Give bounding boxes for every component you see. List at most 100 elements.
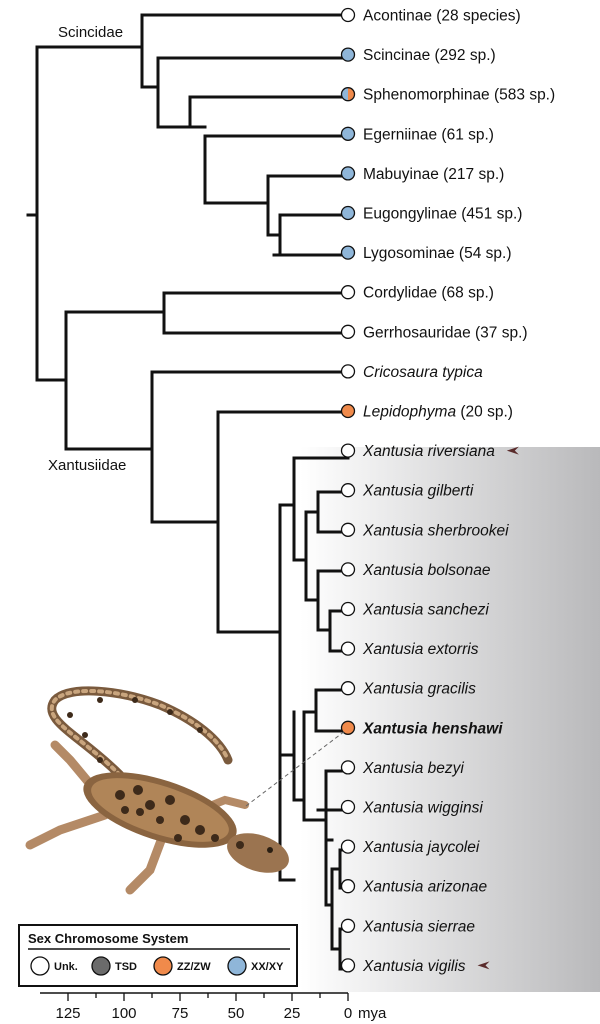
legend: Sex Chromosome System Unk. TSD ZZ/ZW XX/XY	[18, 924, 298, 987]
tip-label: Eugongylinae (451 sp.)	[363, 206, 522, 223]
tip-circle	[340, 245, 356, 260]
legend-item-zz-zw: ZZ/ZW	[153, 956, 211, 976]
tip-circle	[340, 324, 356, 339]
tip-egerniinae-61-sp: Egerniinae (61 sp.)	[340, 126, 494, 143]
tip-xantusia-sanchezi: Xantusia sanchezi	[340, 601, 489, 619]
tip-label: Xantusia gracilis	[362, 681, 476, 698]
axis-tick-label: 100	[111, 1005, 136, 1022]
legend-item-xx-xy: XX/XY	[227, 956, 284, 976]
tip-circle	[340, 641, 356, 656]
tip-acontinae-28-species: Acontinae (28 species)	[340, 7, 521, 25]
clade-label-xantusiidae: Xantusiidae	[48, 457, 126, 474]
tip-label: Xantusia sierrae	[362, 918, 475, 935]
tip-circle	[340, 205, 356, 221]
tip-circle	[340, 681, 356, 696]
tip-circle	[340, 166, 356, 181]
tip-label-genus: Lepidophyma	[363, 404, 456, 421]
tip-label: Lygosominae (54 sp.)	[363, 245, 511, 262]
tip-label: Gerrhosauridae (37 sp.)	[363, 324, 528, 341]
tip-circle	[340, 760, 356, 775]
tip-label: Xantusia wigginsi	[362, 800, 483, 817]
tip-lepidophyma-20-sp: Lepidophyma (20 sp.)	[340, 403, 513, 421]
axis-tick-label: 25	[284, 1005, 301, 1022]
tip-label: Xantusia sanchezi	[362, 602, 489, 619]
tip-label: Xantusia bezyi	[362, 760, 464, 777]
tip-cordylidae-68-sp: Cordylidae (68 sp.)	[340, 285, 494, 302]
tip-label: Scincinae (292 sp.)	[363, 47, 496, 64]
legend-label: TSD	[115, 961, 137, 973]
tip-circle	[340, 483, 356, 498]
tip-circle	[340, 879, 356, 894]
tip-label: Xantusia arizonae	[362, 879, 487, 896]
tip-label: Egerniinae (61 sp.)	[363, 126, 494, 143]
tip-scincinae-292-sp: Scincinae (292 sp.)	[340, 47, 496, 64]
axis-tick-label: 75	[172, 1005, 189, 1022]
legend-label: Unk.	[54, 961, 78, 973]
tip-label: Lepidophyma (20 sp.)	[363, 404, 513, 421]
tip-xantusia-extorris: Xantusia extorris	[340, 641, 479, 658]
tip-xantusia-sherbrookei: Xantusia sherbrookei	[340, 522, 509, 539]
tree-branches	[26, 13, 350, 971]
tip-circle	[340, 47, 356, 62]
tip-circle	[340, 958, 356, 973]
tree-tips: Acontinae (28 species) Scincinae (292 sp.…	[340, 7, 555, 975]
tip-circle	[340, 285, 356, 300]
tip-label: Xantusia bolsonae	[362, 562, 491, 579]
tip-circle	[340, 562, 356, 577]
tip-circle	[340, 918, 356, 933]
tip-circle	[340, 522, 356, 537]
tip-label: Xantusia henshawi	[362, 720, 503, 737]
tip-label: Xantusia jaycolei	[362, 839, 480, 856]
tip-xantusia-henshawi: Xantusia henshawi	[340, 720, 503, 737]
tip-label: Xantusia gilberti	[362, 483, 474, 500]
tip-label: Mabuyinae (217 sp.)	[363, 166, 504, 183]
tip-circle	[340, 839, 356, 854]
tip-label-count: (20 sp.)	[456, 404, 513, 421]
tip-circle	[340, 403, 356, 419]
legend-item-tsd: TSD	[91, 956, 137, 976]
legend-item-unk: Unk.	[30, 956, 78, 976]
arrow-marker-icon	[506, 446, 519, 455]
legend-swatch	[91, 956, 111, 976]
tip-circle	[340, 7, 356, 23]
tip-xantusia-bolsonae: Xantusia bolsonae	[340, 562, 491, 579]
axis-unit-label: mya	[358, 1005, 387, 1022]
legend-label: ZZ/ZW	[177, 961, 211, 973]
tip-xantusia-sierrae: Xantusia sierrae	[340, 918, 475, 935]
tip-circle	[340, 87, 356, 102]
tip-circle	[340, 720, 356, 735]
tip-xantusia-arizonae: Xantusia arizonae	[340, 879, 487, 896]
tip-mabuyinae-217-sp: Mabuyinae (217 sp.)	[340, 166, 504, 183]
axis-tick-label: 50	[228, 1005, 245, 1022]
tip-gerrhosauridae-37-sp: Gerrhosauridae (37 sp.)	[340, 324, 528, 341]
tip-eugongylinae-451-sp: Eugongylinae (451 sp.)	[340, 205, 522, 223]
tip-xantusia-gracilis: Xantusia gracilis	[340, 681, 476, 698]
tip-label: Cordylidae (68 sp.)	[363, 285, 494, 302]
tip-circle	[340, 364, 356, 379]
arrow-marker-icon	[477, 961, 490, 970]
tip-xantusia-riversiana: Xantusia riversiana	[340, 443, 519, 460]
legend-title: Sex Chromosome System	[28, 931, 188, 946]
tip-label: Xantusia sherbrookei	[362, 522, 509, 539]
xantusia-shaded-region	[300, 447, 600, 992]
tip-sphenomorphinae-583-sp: Sphenomorphinae (583 sp.)	[340, 87, 555, 104]
tip-circle	[340, 799, 356, 815]
tip-circle	[340, 126, 356, 141]
tip-xantusia-wigginsi: Xantusia wigginsi	[340, 799, 483, 817]
lizard-photo	[25, 686, 289, 895]
tip-circle	[340, 443, 356, 458]
tip-circle	[340, 601, 356, 617]
tip-xantusia-bezyi: Xantusia bezyi	[340, 760, 464, 777]
tip-xantusia-gilberti: Xantusia gilberti	[340, 483, 474, 500]
legend-swatch	[153, 956, 173, 976]
axis-tick-label: 125	[55, 1005, 80, 1022]
legend-swatch	[227, 956, 247, 976]
tip-label: Cricosaura typica	[363, 364, 483, 381]
tip-label: Acontinae (28 species)	[363, 8, 521, 25]
tip-label: Xantusia vigilis	[362, 958, 466, 975]
tip-label: Xantusia extorris	[362, 641, 479, 658]
tip-xantusia-vigilis: Xantusia vigilis	[340, 958, 490, 975]
clade-label-scincidae: Scincidae	[58, 24, 123, 41]
